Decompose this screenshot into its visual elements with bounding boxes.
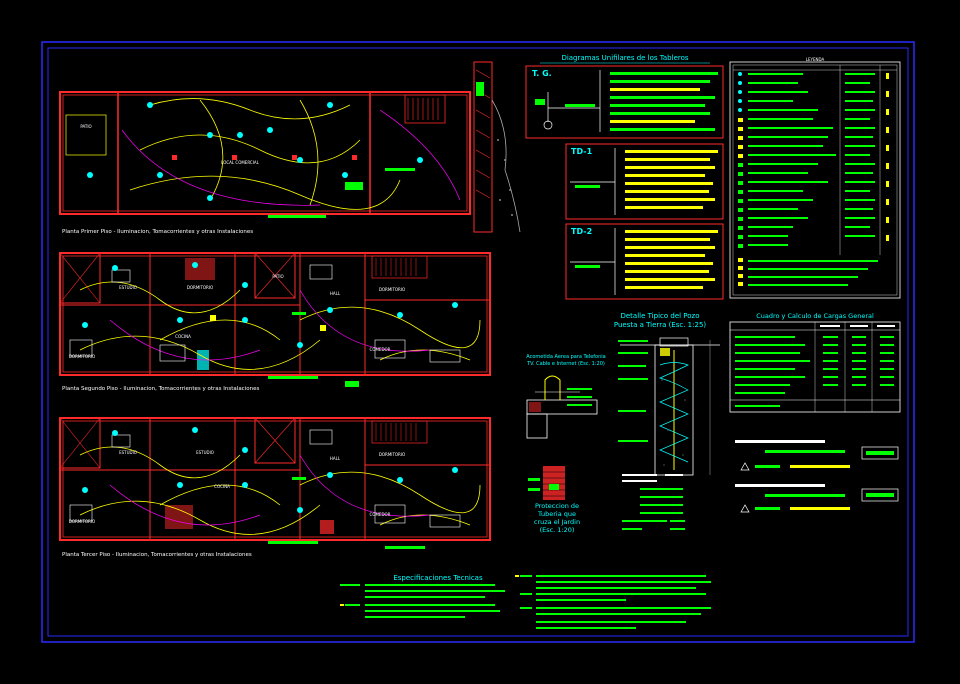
second-floor-plan: ESTUDIO DORMITORIO PATIO HALL DORMITORIO… (59, 252, 491, 392)
formula-blocks (735, 440, 899, 513)
room-label-estudio-3a: ESTUDIO (119, 450, 137, 455)
room-label-dormitorio-2c: DORMITORIO (69, 354, 95, 359)
pipe-title-4: (Esc. 1:20) (540, 526, 575, 534)
room-label-comedor-2: COMEDOR (370, 347, 391, 352)
room-label-estudio-3b: ESTUDIO (196, 450, 214, 455)
room-label-hall-2: HALL (330, 291, 341, 296)
technical-specs: Especificaciones Tecnicas (340, 574, 711, 629)
inner-frame (47, 47, 909, 637)
pipe-title-3: cruza el Jardin (534, 518, 580, 526)
board-label-tg: T. G. (532, 69, 552, 78)
room-label-hall-3: HALL (330, 456, 341, 461)
room-label-dormitorio-2b: DORMITORIO (379, 287, 405, 292)
room-label-local: LOCAL COMERCIAL (221, 160, 259, 165)
room-label-cocina-2: COCINA (175, 334, 191, 339)
grounding-title-1: Detalle Tipico del Pozo (620, 312, 699, 320)
room-label-patio: PATIO (80, 124, 91, 129)
legend-title: LEYENDA (806, 57, 825, 62)
outer-frame (41, 41, 915, 643)
specs-title: Especificaciones Tecnicas (393, 574, 483, 582)
phone-drop-detail: Acometida Aerea para Telefonia TV. Cable… (526, 354, 606, 439)
room-label-cocina-3: COCINA (214, 484, 230, 489)
room-label-comedor-3: COMEDOR (370, 512, 391, 517)
first-floor-plan: PATIO LOCAL COMERCIAL Planta Primer Piso… (59, 91, 471, 235)
room-label-dormitorio-3b: DORMITORIO (69, 519, 95, 524)
single-line-diagrams: Diagramas Unifilares de los Tableros T. … (525, 54, 724, 300)
phone-title-2: TV. Cable e Internet (Esc. 1:20) (526, 361, 605, 367)
legend-panel: LEYENDA (729, 57, 901, 299)
second-floor-caption: Planta Segundo Piso - Iluminacion, Tomac… (62, 386, 259, 392)
phone-title-1: Acometida Aerea para Telefonia (526, 354, 605, 360)
street-section (473, 61, 521, 233)
room-label-dormitorio-3a: DORMITORIO (379, 452, 405, 457)
board-label-td2: TD-2 (571, 227, 592, 236)
diagrams-title: Diagramas Unifilares de los Tableros (561, 54, 688, 62)
grounding-title-2: Puesta a Tierra (Esc. 1:25) (614, 321, 707, 329)
load-table-title: Cuadro y Calculo de Cargas General (756, 312, 874, 320)
first-floor-caption: Planta Primer Piso - Iluminacion, Tomaco… (62, 229, 253, 235)
pipe-title-2: Tuberia que (537, 510, 576, 518)
pipe-title-1: Proteccion de (535, 502, 579, 510)
load-table: Cuadro y Calculo de Cargas General (729, 312, 901, 413)
room-label-patio-2: PATIO (272, 274, 283, 279)
third-floor-caption: Planta Tercer Piso - Iluminacion, Tomaco… (62, 552, 252, 558)
area-summary (622, 474, 685, 530)
room-label-dormitorio-2a: DORMITORIO (187, 285, 213, 290)
third-floor-plan: ESTUDIO ESTUDIO HALL COCINA DORMITORIO D… (59, 417, 491, 558)
room-label-estudio-2: ESTUDIO (119, 285, 137, 290)
board-label-td1: TD-1 (571, 147, 593, 156)
pipe-protection-detail: Proteccion de Tuberia que cruza el Jardi… (528, 466, 580, 534)
